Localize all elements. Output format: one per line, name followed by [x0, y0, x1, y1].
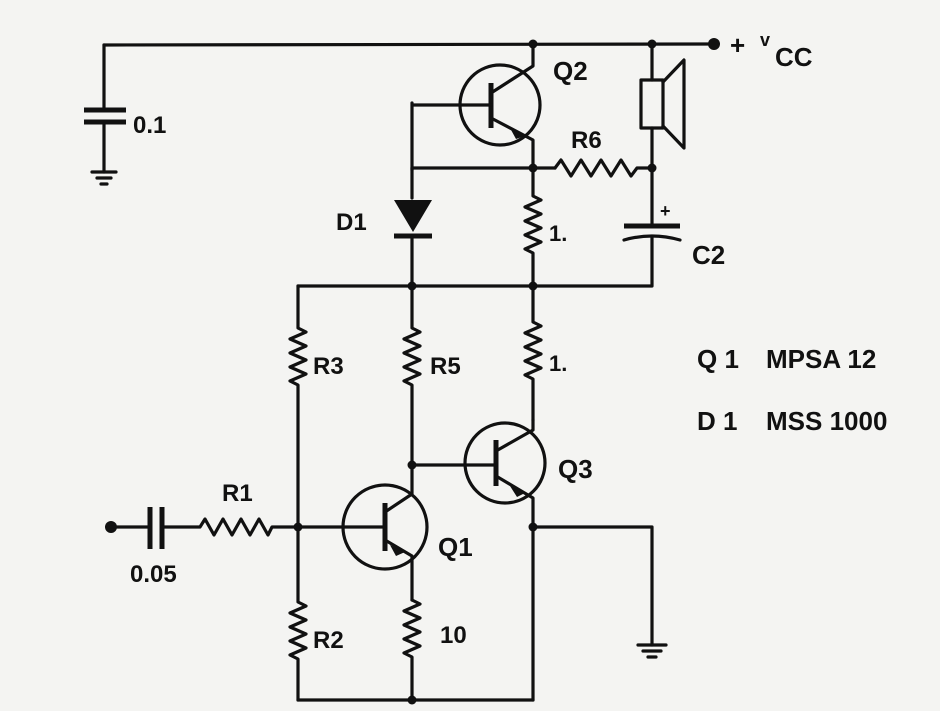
q2-label: Q2	[553, 56, 588, 86]
resistor-r5	[402, 284, 422, 470]
emitter-resistor-value: 10	[440, 622, 467, 649]
q1-label: Q1	[438, 532, 473, 562]
r3-label: R3	[313, 353, 344, 380]
parts-list: Q 1 MPSA 12 D 1 MSS 1000	[697, 344, 887, 436]
transistor-q2	[410, 42, 542, 172]
diode-d1	[394, 166, 432, 288]
r6-label: R6	[571, 127, 602, 154]
parts-list-d1-value: MSS 1000	[766, 406, 887, 436]
loudspeaker-icon	[639, 42, 686, 170]
transistor-q3	[410, 418, 547, 530]
output-ground	[528, 522, 668, 702]
r2-label: R2	[313, 627, 344, 654]
c2-plus-label: +	[660, 201, 671, 221]
bias-rail	[296, 281, 538, 291]
input-capacitor-value: 0.05	[130, 561, 177, 588]
parts-list-q1-value: MPSA 12	[766, 344, 876, 374]
transistor-q1	[341, 463, 429, 602]
resistor-emitter-10	[402, 598, 422, 702]
parts-list-d1-ref: D 1	[697, 406, 737, 436]
c2-label: C2	[692, 240, 725, 270]
parts-list-q1-ref: Q 1	[697, 344, 739, 374]
bypass-capacitor	[84, 107, 126, 186]
upper-resistor-value: 1.	[549, 221, 567, 246]
vcc-v-label: v	[760, 30, 770, 50]
vcc-cc-label: CC	[775, 42, 813, 72]
bottom-rail	[296, 695, 535, 705]
resistor-r2	[288, 525, 308, 702]
vcc-rail	[102, 38, 720, 110]
capacitor-c2	[531, 166, 682, 288]
r1-label: R1	[222, 480, 253, 507]
q3-label: Q3	[558, 454, 593, 484]
resistor-r3	[288, 284, 308, 527]
vcc-plus-label: +	[730, 30, 745, 60]
resistor-middle-1ohm	[523, 284, 543, 422]
resistor-upper-1ohm	[523, 166, 543, 288]
bypass-capacitor-value: 0.1	[133, 112, 166, 139]
r5-label: R5	[430, 353, 461, 380]
middle-resistor-value: 1.	[549, 351, 567, 376]
d1-label: D1	[336, 209, 367, 236]
